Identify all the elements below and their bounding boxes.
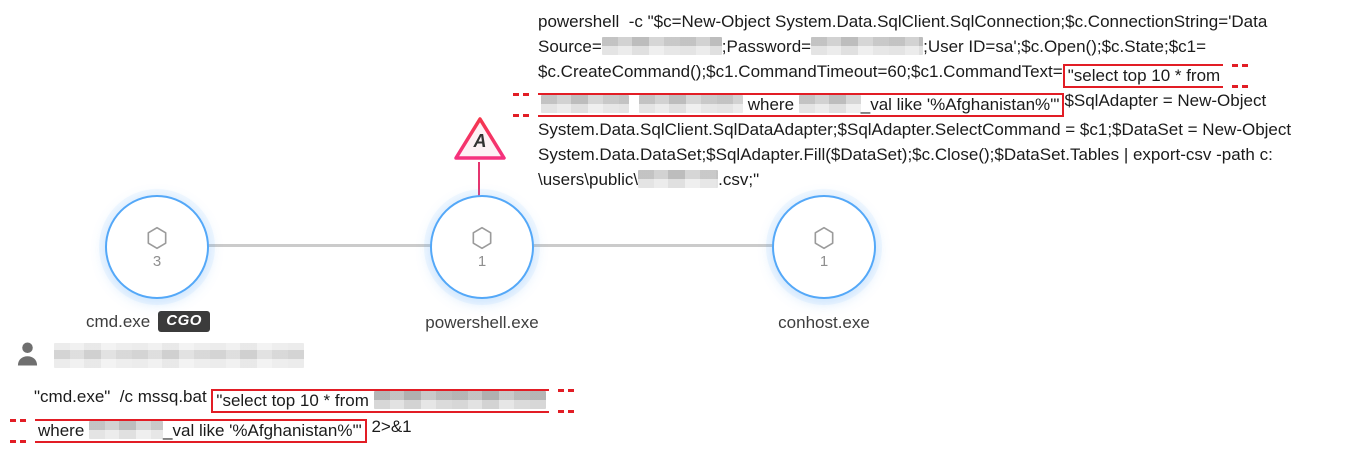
redacted-csv-filename bbox=[638, 170, 719, 188]
user-row bbox=[16, 340, 304, 368]
command-text-line: System.Data.DataSet;$SqlAdapter.Fill($Da… bbox=[538, 142, 1363, 167]
process-connector-line bbox=[482, 244, 824, 247]
command-text: $SqlAdapter = New-Object bbox=[1064, 91, 1267, 110]
command-text: ;Password= bbox=[721, 37, 812, 56]
command-text: .csv;" bbox=[718, 170, 760, 189]
command-text: System.Data.DataSet;$SqlAdapter.Fill($Da… bbox=[538, 145, 1273, 164]
command-text-line: "cmd.exe" /c mssq.bat "select top 10 * f… bbox=[24, 383, 564, 413]
command-text-line: where _val like '%Afghanistan%'" 2>&1 bbox=[20, 413, 549, 443]
process-hexagon-icon bbox=[147, 226, 167, 250]
process-label: conhost.exe bbox=[778, 313, 870, 332]
alert-connector-line bbox=[478, 162, 480, 197]
command-text: ;User ID=sa';$c.Open();$c.State;$c1= bbox=[923, 37, 1207, 56]
sql-query-highlight-box: "select top 10 * from bbox=[211, 389, 564, 413]
command-text-line: \users\public\ .csv;" bbox=[538, 167, 1363, 192]
redacted-column-name bbox=[89, 421, 164, 439]
process-label: powershell.exe bbox=[425, 313, 539, 332]
redacted-column-name bbox=[798, 95, 861, 113]
sql-query-highlight-box: where _val like '%Afghanistan%'" bbox=[20, 419, 367, 443]
process-label-cmd-row: cmd.exe CGO bbox=[86, 311, 210, 332]
process-node-powershell[interactable]: 1 bbox=[430, 195, 534, 299]
sql-query-highlight-box: where _val like '%Afghanistan%'" bbox=[522, 93, 1065, 117]
cgo-badge[interactable]: CGO bbox=[158, 311, 210, 332]
sql-query-highlight-box: "select top 10 * from bbox=[1062, 64, 1238, 88]
command-text-line: Source= ;Password= ;User ID=sa';$c.Open();… bbox=[538, 34, 1363, 59]
command-text: $c.CreateCommand();$c1.CommandTimeout=60… bbox=[538, 62, 1063, 81]
process-hexagon-icon bbox=[472, 226, 492, 250]
highlighted-sql-text: where bbox=[743, 95, 799, 114]
command-text: System.Data.SqlClient.SqlDataAdapter;$Sq… bbox=[538, 120, 1292, 139]
redacted-data-source bbox=[601, 37, 722, 55]
redacted-password bbox=[811, 37, 924, 55]
cmd-commandline-text: "cmd.exe" /c mssq.bat "select top 10 * f… bbox=[20, 383, 564, 443]
process-label: cmd.exe bbox=[86, 311, 151, 331]
command-text: powershell -c "$c=New-Object System.Data… bbox=[538, 12, 1268, 31]
process-event-count: 1 bbox=[477, 253, 487, 270]
command-text: "cmd.exe" /c mssq.bat bbox=[34, 387, 212, 406]
alert-triangle[interactable]: A bbox=[451, 114, 509, 164]
process-connector-line bbox=[157, 244, 482, 247]
highlighted-sql-text: where bbox=[38, 421, 90, 440]
redacted-table-name bbox=[639, 95, 743, 113]
highlighted-sql-text: "select top 10 * from bbox=[1067, 66, 1221, 85]
command-text-line: powershell -c "$c=New-Object System.Data… bbox=[538, 9, 1363, 34]
redacted-table-name bbox=[373, 391, 546, 409]
process-node-cmd[interactable]: 3 bbox=[105, 195, 209, 299]
alert-triangle-icon bbox=[454, 117, 506, 160]
command-text: 2>&1 bbox=[366, 417, 412, 436]
powershell-command-text: powershell -c "$c=New-Object System.Data… bbox=[522, 9, 1363, 192]
alert-severity-letter: A bbox=[473, 131, 487, 151]
redacted-username bbox=[54, 343, 304, 368]
command-text-line: $c.CreateCommand();$c1.CommandTimeout=60… bbox=[538, 59, 1363, 88]
command-text: Source= bbox=[538, 37, 602, 56]
process-node-conhost[interactable]: 1 bbox=[772, 195, 876, 299]
highlighted-sql-text: _val like '%Afghanistan%'" bbox=[163, 421, 362, 440]
redacted-table-name bbox=[541, 95, 629, 113]
command-text-line: System.Data.SqlClient.SqlDataAdapter;$Sq… bbox=[538, 117, 1363, 142]
command-text-line: where _val like '%Afghanistan%'"$SqlAdap… bbox=[522, 88, 1363, 117]
process-event-count: 3 bbox=[152, 253, 162, 270]
process-hexagon-icon bbox=[814, 226, 834, 250]
command-text: \users\public\ bbox=[538, 170, 639, 189]
highlighted-sql-text: _val like '%Afghanistan%'" bbox=[860, 95, 1060, 114]
user-icon bbox=[17, 342, 38, 366]
process-event-count: 1 bbox=[819, 253, 829, 270]
highlighted-sql-text: "select top 10 * from bbox=[216, 391, 374, 410]
